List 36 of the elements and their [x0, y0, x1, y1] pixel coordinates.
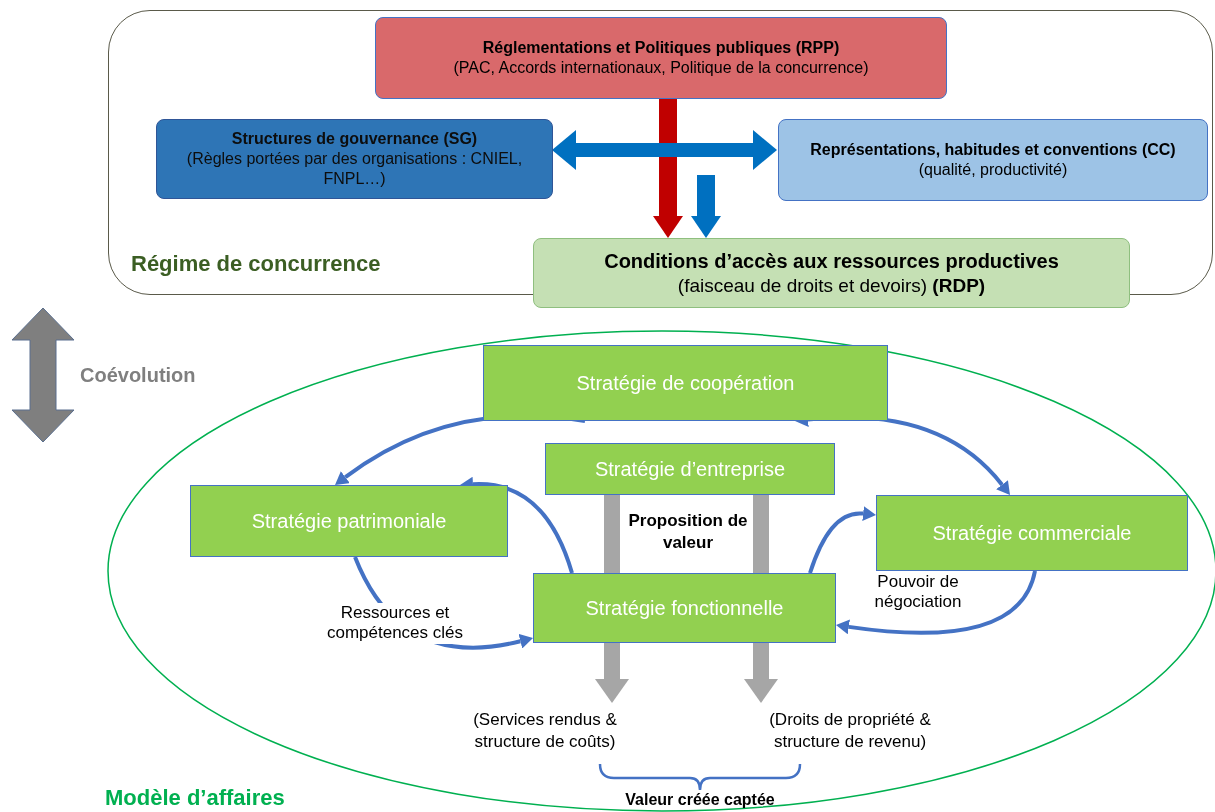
- outcome-text: (Services rendus & structure de coûts): [440, 703, 650, 759]
- strategy-box: [876, 495, 1188, 571]
- brace-label: Valeur créée captée: [624, 790, 776, 810]
- strategy-box: [533, 573, 836, 643]
- strategy-box: [483, 345, 888, 421]
- governance-box: [156, 119, 553, 199]
- flow-label: Proposition de valeur: [627, 510, 749, 555]
- box-title: Conditions d’accès aux ressources productives: [604, 248, 1059, 274]
- policy-box: [375, 17, 947, 99]
- curved-arrow: [808, 506, 877, 574]
- box-title: Stratégie fonctionnelle: [585, 595, 784, 621]
- strategy-box: [545, 443, 835, 495]
- box-text: (PAC, Accords internationaux, Politique de la concurrence): [453, 58, 869, 78]
- curved-arrow: [835, 570, 1037, 635]
- side-label: Coévolution: [80, 363, 197, 388]
- box-title: Représentations, habitudes et conventions (CC) (qualité, productivité): [809, 140, 1177, 180]
- box-title: Réglementations et Politiques publiques (RPP): [482, 38, 840, 58]
- curved-arrow: [595, 643, 629, 703]
- box-title: Stratégie d’entreprise: [594, 456, 786, 482]
- strategy-box: [190, 485, 508, 557]
- conventions-box: [778, 119, 1208, 201]
- region-title: Régime de concurrence: [131, 251, 381, 277]
- curved-arrow: [552, 130, 777, 170]
- curved-arrow: [460, 476, 574, 574]
- box-title: Stratégie patrimoniale: [251, 508, 447, 534]
- curved-arrow: [691, 175, 721, 238]
- region-title: Modèle d’affaires: [105, 785, 285, 811]
- box-text: (faisceau de droits et devoirs) (RDP): [677, 273, 986, 298]
- curved-arrow: [744, 643, 778, 703]
- resources-box: [533, 238, 1130, 308]
- curved-arrow: [653, 98, 683, 238]
- outcome-text: (Droits de propriété & structure de revenu): [730, 703, 970, 759]
- box-title: Structures de gouvernance (SG): [231, 129, 478, 149]
- box-title: Stratégie commerciale: [932, 520, 1132, 546]
- box-text: (Règles portées par des organisations : CNIEL, FNPL…): [185, 149, 524, 189]
- box-title: Stratégie de coopération: [576, 370, 795, 396]
